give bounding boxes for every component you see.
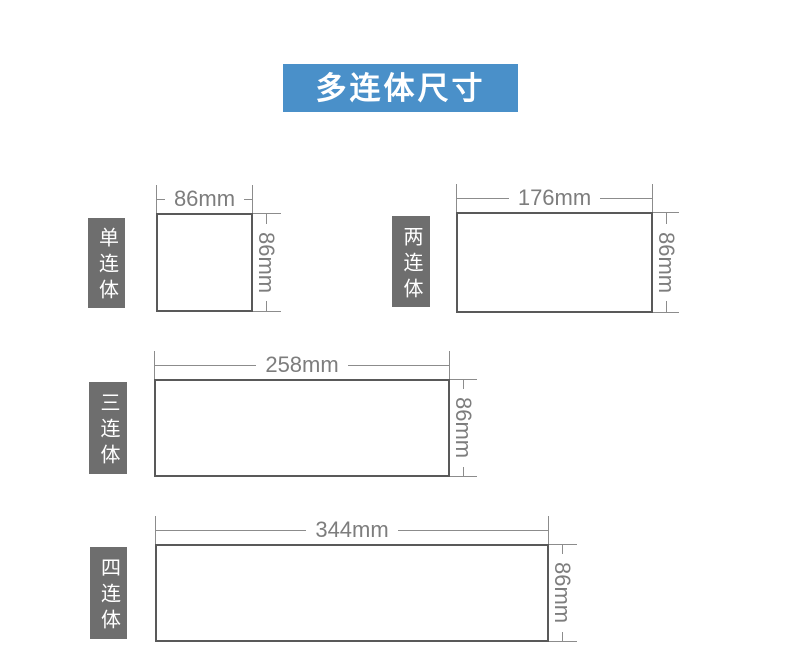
extension-line-right: [548, 516, 549, 544]
faceplate-outline: [155, 544, 549, 642]
dimension-line-segment: [665, 301, 667, 313]
extension-line-right: [652, 184, 653, 212]
dimension-line-segment: [561, 544, 563, 555]
width-dimension-line: 86mm: [156, 185, 253, 213]
variant-label-tab: 单连体: [88, 218, 125, 308]
extension-line-right: [449, 351, 450, 379]
extension-line-bottom: [549, 641, 577, 642]
width-value: 258mm: [265, 352, 339, 377]
title-banner: 多连体尺寸: [283, 64, 518, 112]
width-dimension-line: 344mm: [155, 516, 550, 544]
extension-line-top: [253, 213, 281, 214]
extension-line-top: [450, 379, 477, 380]
width-value: 344mm: [315, 517, 389, 542]
faceplate-outline: [154, 379, 450, 477]
extension-line-left: [156, 185, 157, 213]
extension-line-right: [252, 185, 253, 213]
width-dimension: 344mm: [155, 516, 550, 544]
dimension-line-segment: [665, 212, 667, 224]
height-value: 86mm: [654, 231, 679, 294]
height-value: 86mm: [451, 397, 476, 459]
width-dimension: 86mm: [156, 185, 253, 213]
width-dimension-line: 258mm: [154, 351, 451, 379]
dimension-line-segment: [265, 213, 267, 224]
extension-line-left: [154, 351, 155, 379]
extension-line-bottom: [450, 476, 477, 477]
dimension-line-segment: [600, 197, 654, 199]
dimension-line-segment: [244, 198, 253, 200]
dimension-line-segment: [156, 198, 165, 200]
width-dimension: 258mm: [154, 351, 451, 379]
height-dimension-line: 86mm: [654, 212, 679, 313]
extension-line-bottom: [253, 311, 281, 312]
dimension-line-segment: [462, 466, 464, 477]
extension-line-left: [456, 184, 457, 212]
faceplate-outline: [456, 212, 653, 313]
width-value: 176mm: [517, 185, 592, 210]
dimension-line-segment: [154, 364, 257, 366]
variant-label-text: 两连体: [400, 225, 422, 304]
variant-label-tab: 三连体: [89, 382, 127, 474]
dimension-line-segment: [265, 301, 267, 312]
variant-label-tab: 四连体: [90, 547, 127, 639]
height-value: 86mm: [550, 562, 575, 624]
dimension-line-segment: [561, 631, 563, 642]
dimension-line-segment: [347, 364, 451, 366]
width-dimension-line: 176mm: [456, 184, 654, 212]
extension-line-left: [155, 516, 156, 544]
extension-line-top: [549, 544, 577, 545]
page-title: 多连体尺寸: [315, 70, 486, 106]
height-dimension: 86mm: [549, 544, 577, 642]
variant-label-text: 单连体: [95, 227, 118, 305]
height-dimension-line: 86mm: [550, 544, 575, 642]
height-dimension: 86mm: [653, 212, 679, 313]
dimension-line-segment: [397, 529, 550, 531]
width-dimension: 176mm: [456, 184, 654, 212]
variant-label-text: 三连体: [97, 392, 119, 470]
dimension-line-segment: [155, 529, 307, 531]
height-dimension-line: 86mm: [451, 379, 476, 477]
faceplate-outline: [156, 213, 253, 312]
width-value: 86mm: [173, 186, 236, 211]
variant-label-tab: 两连体: [392, 216, 430, 307]
height-value: 86mm: [254, 231, 279, 294]
dimension-line-segment: [456, 197, 509, 199]
height-dimension-line: 86mm: [254, 213, 279, 312]
variant-label-text: 四连体: [97, 557, 120, 635]
dimension-line-segment: [462, 379, 464, 390]
height-dimension: 86mm: [253, 213, 281, 312]
height-dimension: 86mm: [450, 379, 477, 477]
